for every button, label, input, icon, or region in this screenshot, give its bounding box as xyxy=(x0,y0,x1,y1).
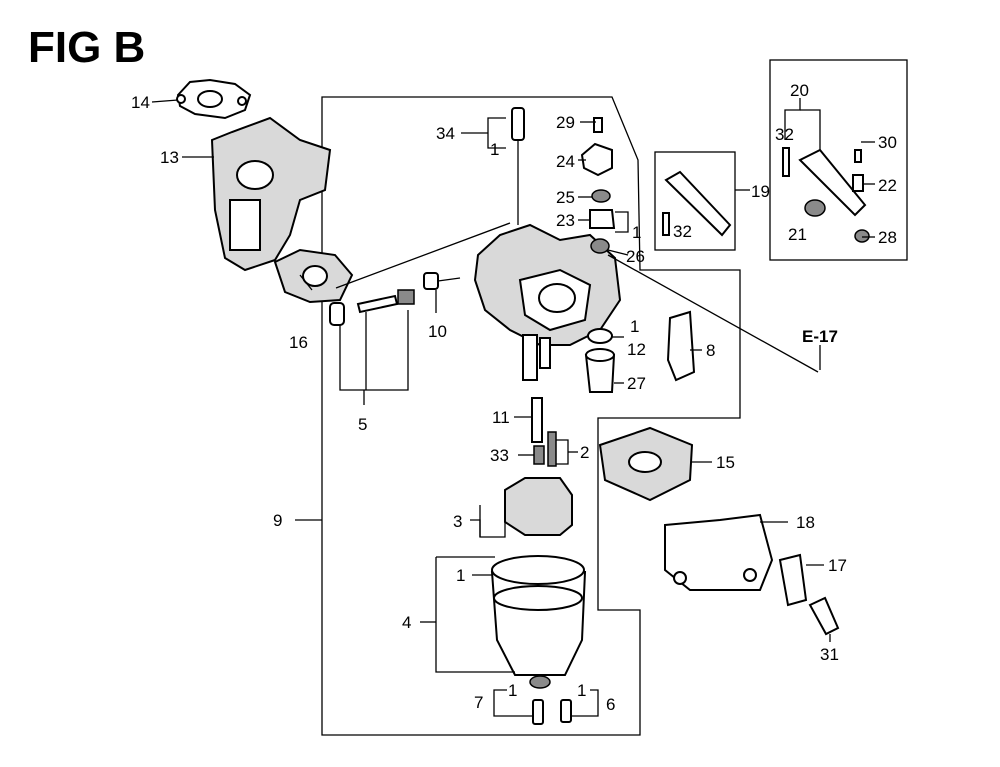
part-24-cover xyxy=(580,142,613,177)
part-12-oring xyxy=(587,328,613,344)
callout-20: 20 xyxy=(790,81,809,100)
callout-1e: 1 xyxy=(508,681,517,700)
callout-23: 23 xyxy=(556,211,575,230)
part-33-nozzle xyxy=(533,445,545,465)
callout-labels: 14 13 16 5 10 9 34 1 29 24 25 23 1 26 19… xyxy=(131,81,897,714)
part-26-oring xyxy=(590,238,610,254)
callout-27: 27 xyxy=(627,374,646,393)
callout-5: 5 xyxy=(358,415,367,434)
part-6-screw xyxy=(560,699,572,723)
callout-15: 15 xyxy=(716,453,735,472)
callout-19: 19 xyxy=(751,182,770,201)
callout-7: 7 xyxy=(474,693,483,712)
part-13-insulator xyxy=(210,116,332,272)
part-20-lever-assembly xyxy=(782,147,870,243)
part-25-washer xyxy=(591,189,611,203)
inset-box-19 xyxy=(654,151,736,251)
callout-9: 9 xyxy=(273,511,282,530)
callout-1d: 1 xyxy=(456,566,465,585)
figure-title: FIG B xyxy=(28,23,145,72)
part-4-float-bowl xyxy=(490,555,587,689)
callout-33: 33 xyxy=(490,446,509,465)
part-3-float xyxy=(504,477,573,536)
callout-24: 24 xyxy=(556,152,575,171)
callout-30: 30 xyxy=(878,133,897,152)
inset-box-lever xyxy=(769,59,908,261)
callout-11: 11 xyxy=(492,408,510,427)
callout-17: 17 xyxy=(828,556,847,575)
part-14-gasket xyxy=(176,78,252,120)
callout-22: 22 xyxy=(878,176,897,195)
part-16-gasket xyxy=(273,248,354,304)
callout-18: 18 xyxy=(796,513,815,532)
callout-21: 21 xyxy=(788,225,807,244)
part-17-clamp xyxy=(778,553,808,607)
part-34-screw xyxy=(511,107,525,225)
callout-1b: 1 xyxy=(632,223,641,242)
callout-34: 34 xyxy=(436,124,455,143)
part-31-bolt xyxy=(808,596,840,636)
callout-4: 4 xyxy=(402,613,411,632)
callout-1c: 1 xyxy=(630,317,639,336)
callout-14: 14 xyxy=(131,93,150,112)
part-27-cup xyxy=(584,348,616,393)
reference-e17: E-17 xyxy=(802,327,838,346)
part-7-screw xyxy=(532,699,544,725)
callout-25: 25 xyxy=(556,188,575,207)
callout-26: 26 xyxy=(626,247,645,266)
callout-29: 29 xyxy=(556,113,575,132)
part-2-screw xyxy=(547,431,557,467)
part-5-screw xyxy=(329,289,415,326)
part-10-screw xyxy=(423,272,461,290)
part-19-lever xyxy=(662,170,732,237)
assembly-frame xyxy=(321,96,741,736)
leader-lines xyxy=(151,98,875,717)
part-8-bracket xyxy=(666,310,696,382)
part-11-jet xyxy=(531,397,543,443)
part-18-bracket xyxy=(664,513,774,591)
callout-2: 2 xyxy=(580,443,589,462)
callout-32b: 32 xyxy=(775,125,794,144)
part-15-gasket xyxy=(598,426,694,502)
callout-1a: 1 xyxy=(490,140,499,159)
callout-16: 16 xyxy=(289,333,308,352)
callout-13: 13 xyxy=(160,148,179,167)
part-23-valve xyxy=(589,209,616,229)
callout-10: 10 xyxy=(428,322,447,341)
callout-1f: 1 xyxy=(577,681,586,700)
callout-28: 28 xyxy=(878,228,897,247)
callout-12: 12 xyxy=(627,340,646,359)
callout-31: 31 xyxy=(820,645,839,664)
callout-8: 8 xyxy=(706,341,715,360)
callout-32a: 32 xyxy=(673,222,692,241)
callout-3: 3 xyxy=(453,512,462,531)
callout-6: 6 xyxy=(606,695,615,714)
part-carburetor-body xyxy=(473,223,622,381)
part-29-screw xyxy=(593,117,603,133)
